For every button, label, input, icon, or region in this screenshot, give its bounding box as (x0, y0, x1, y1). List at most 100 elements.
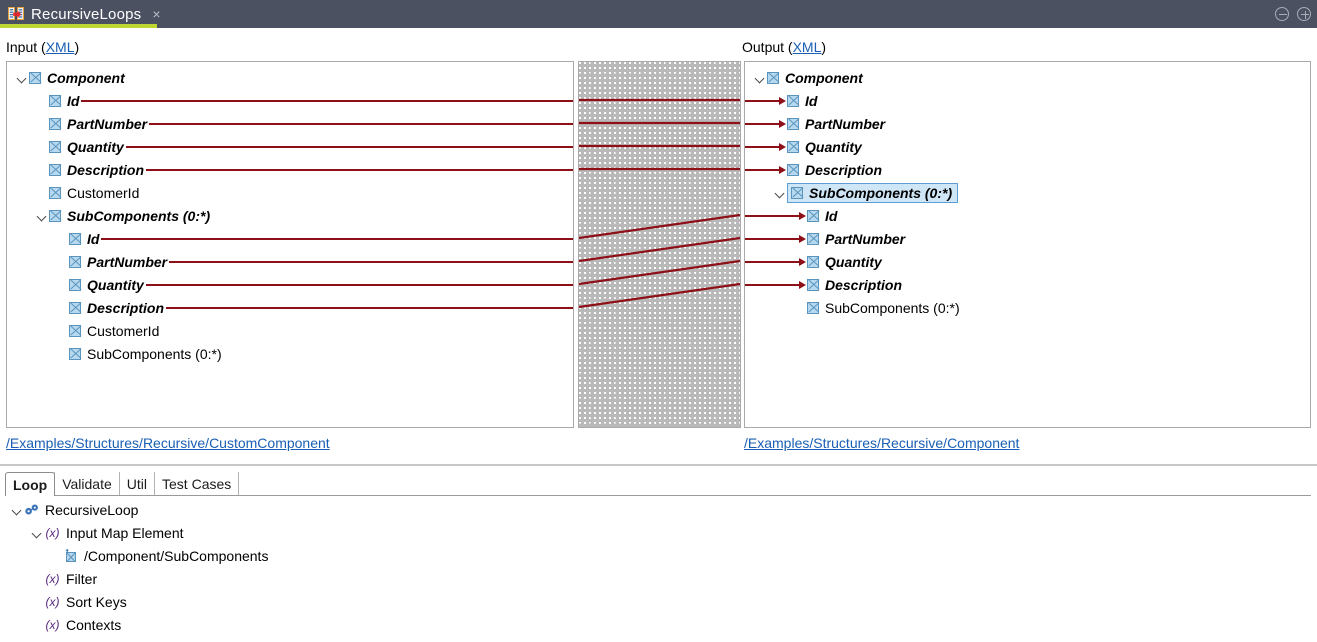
input-path-link[interactable]: /Examples/Structures/Recursive/CustomCom… (6, 435, 330, 451)
output-tree-item[interactable]: Id (773, 89, 817, 112)
loop-tree-item[interactable]: /Component/SubComponents (50, 544, 268, 567)
mapping-grid-panel[interactable] (578, 61, 741, 428)
loop-tree-item[interactable]: (x)Input Map Element (30, 521, 184, 544)
input-tree-item[interactable]: SubComponents (0:*) (55, 342, 222, 365)
output-tree-item[interactable]: Component (753, 66, 863, 89)
node-type-icon (807, 301, 819, 314)
output-label-text: Output ( (742, 39, 793, 55)
input-tree-item[interactable]: CustomerId (55, 319, 159, 342)
input-tree-item-label: PartNumber (67, 115, 148, 132)
minus-circle-icon[interactable] (1275, 7, 1289, 21)
mapping-arrow-head (799, 211, 806, 220)
chevron-down-icon[interactable] (35, 204, 49, 227)
node-type-icon (49, 186, 61, 199)
selected-node-highlight: SubComponents (0:*) (787, 182, 959, 203)
input-tree-item-label: Component (47, 69, 125, 86)
mapping-arrow-head (799, 257, 806, 266)
output-xml-link[interactable]: XML (792, 39, 822, 55)
input-tree-item[interactable]: Component (15, 66, 125, 89)
input-xml-link[interactable]: XML (45, 39, 75, 55)
node-type-icon (787, 163, 799, 176)
loop-tree-item-label: Contexts (66, 616, 122, 633)
input-tree-item[interactable]: PartNumber (35, 112, 147, 135)
input-tree-item[interactable]: PartNumber (55, 250, 167, 273)
bottom-tab-validate[interactable]: Validate (54, 472, 120, 496)
loop-detail-tree[interactable]: RecursiveLoop(x)Input Map Element/Compon… (0, 498, 1317, 642)
tree-spacer (35, 89, 49, 112)
input-tree-item-label: Quantity (67, 138, 124, 155)
input-tree-item[interactable]: Id (35, 89, 79, 112)
mapping-arrow-head (779, 142, 786, 151)
bottom-tab-loop[interactable]: Loop (5, 472, 56, 496)
mapping-link-line[interactable] (579, 259, 740, 286)
loop-tree-item-label: Filter (66, 570, 98, 587)
tree-spacer (55, 273, 69, 296)
tab-label: RecursiveLoops (31, 5, 142, 23)
mapping-stub-line (169, 261, 573, 263)
output-tree-item-label: PartNumber (825, 230, 906, 247)
window-titlebar: RecursiveLoops × (0, 0, 1317, 28)
node-type-icon (787, 94, 799, 107)
input-tree-item-label: Id (87, 230, 100, 247)
mapping-arrow-line (745, 123, 780, 125)
plus-circle-icon[interactable] (1297, 7, 1311, 21)
mapping-stub-line (149, 123, 573, 125)
bottom-tab-util[interactable]: Util (118, 472, 156, 496)
input-tree-item-label: Quantity (87, 276, 144, 293)
loop-tree-item[interactable]: (x)Sort Keys (30, 590, 127, 613)
mapping-link-line[interactable] (579, 213, 740, 240)
chevron-down-icon[interactable] (15, 66, 29, 89)
input-tree-item[interactable]: CustomerId (35, 181, 139, 204)
function-icon: (x) (45, 617, 60, 632)
output-tree-item[interactable]: SubComponents (0:*) (773, 181, 959, 204)
loop-tree-item[interactable]: RecursiveLoop (10, 498, 138, 521)
mapping-stub-line (146, 169, 573, 171)
loop-tree-item[interactable]: (x) Contexts (30, 613, 122, 636)
output-path-link[interactable]: /Examples/Structures/Recursive/Component (744, 435, 1020, 451)
output-tree-item[interactable]: Description (773, 158, 882, 181)
input-tree-item[interactable]: Id (55, 227, 99, 250)
bottom-tab-test-cases[interactable]: Test Cases (154, 472, 240, 496)
chevron-down-icon[interactable] (773, 181, 787, 204)
chevron-down-icon[interactable] (30, 521, 44, 544)
node-type-icon (807, 255, 819, 268)
output-tree-item[interactable]: Description (793, 273, 902, 296)
loop-tree-item[interactable]: (x)Filter (30, 567, 98, 590)
tree-spacer (793, 296, 807, 319)
output-tree-item[interactable]: PartNumber (773, 112, 885, 135)
output-panel-label: Output (XML) (742, 39, 826, 55)
output-tree-item[interactable]: PartNumber (793, 227, 905, 250)
chevron-down-icon[interactable] (10, 498, 24, 521)
output-tree-item[interactable]: Quantity (773, 135, 862, 158)
tree-spacer (55, 342, 69, 365)
input-tree-item[interactable]: Description (35, 158, 144, 181)
tree-spacer (35, 158, 49, 181)
input-tree-item[interactable]: Quantity (35, 135, 124, 158)
output-tree-item[interactable]: SubComponents (0:*) (793, 296, 960, 319)
input-panel-label: Input (XML) (6, 39, 79, 55)
chevron-down-icon[interactable] (753, 66, 767, 89)
close-icon[interactable]: × (152, 6, 161, 22)
input-tree-item[interactable]: SubComponents (0:*) (35, 204, 210, 227)
output-tree-item[interactable]: Quantity (793, 250, 882, 273)
output-tree-item-label: Description (825, 276, 903, 293)
input-tree-item[interactable]: Description (55, 296, 164, 319)
output-tree-item[interactable]: Id (793, 204, 837, 227)
editor-tab-recursiveloops[interactable]: RecursiveLoops × (0, 0, 169, 28)
mapping-lines (579, 62, 740, 427)
mapping-arrow-line (745, 169, 780, 171)
mapping-link-line[interactable] (579, 282, 740, 309)
input-tree-item[interactable]: Quantity (55, 273, 144, 296)
loop-tree-item-label: Input Map Element (66, 524, 184, 541)
node-type-icon (29, 71, 41, 84)
node-type-icon (807, 232, 819, 245)
node-type-icon (787, 117, 799, 130)
mapping-link-line[interactable] (579, 236, 740, 263)
mapping-stub-line (101, 238, 573, 240)
tree-spacer (30, 613, 44, 636)
mapping-arrow-line (745, 100, 780, 102)
